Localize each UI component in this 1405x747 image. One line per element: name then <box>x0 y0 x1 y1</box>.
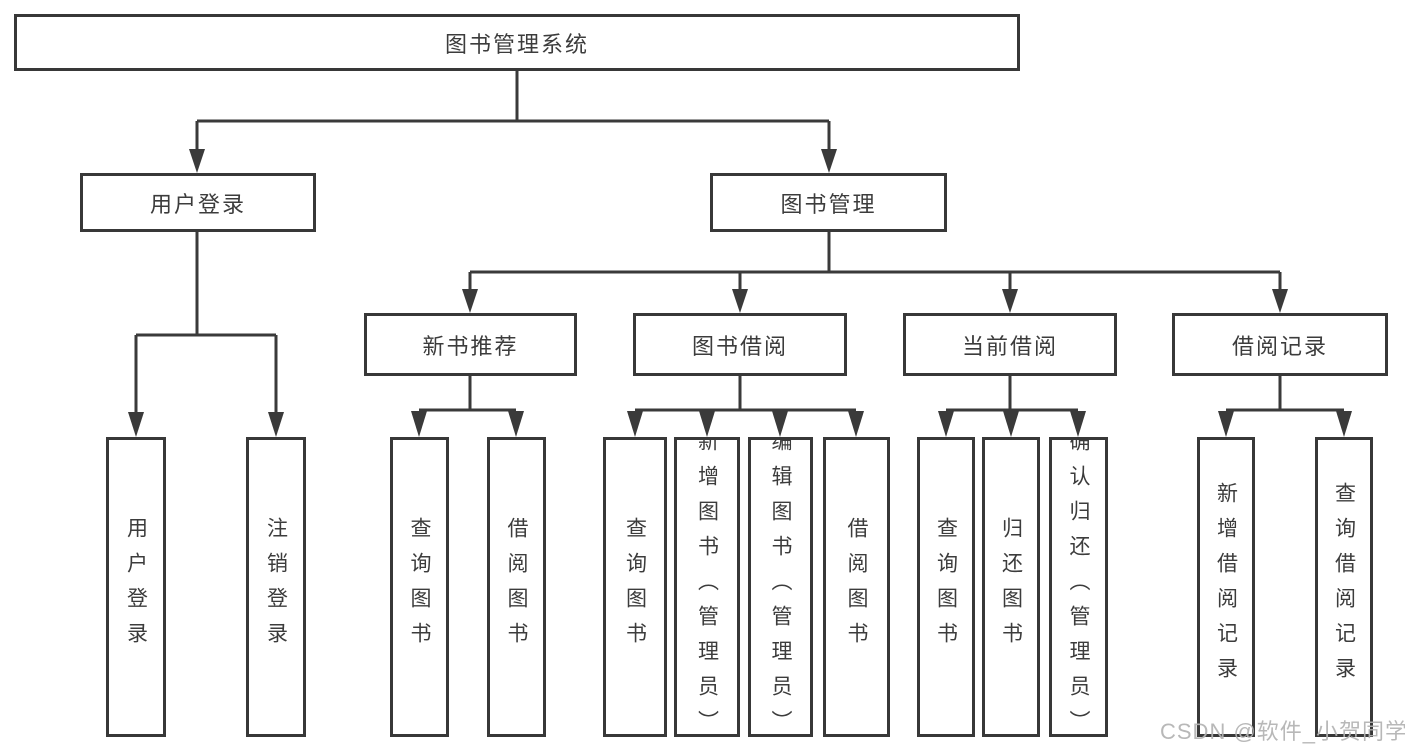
node-book-borrow: 图书借阅 <box>633 313 847 376</box>
node-label: 借阅记录 <box>1231 333 1328 359</box>
arrow-down-icon <box>848 411 864 437</box>
node-root-library-system: 图书管理系统 <box>14 14 1020 71</box>
leaf-add-borrow-record: 新增借阅记录 <box>1197 437 1255 737</box>
leaf-query-books-current: 查询图书 <box>917 437 975 737</box>
node-label: 图书借阅 <box>691 333 788 359</box>
node-label: 新书推荐 <box>422 333 519 359</box>
leaf-query-borrow-record: 查询借阅记录 <box>1315 437 1373 737</box>
arrow-down-icon <box>772 411 788 437</box>
node-label: 用户登录 <box>124 517 148 657</box>
node-label: 查询图书 <box>623 517 647 657</box>
arrow-down-icon <box>462 289 478 313</box>
leaf-borrow-books: 借阅图书 <box>823 437 890 737</box>
arrow-down-icon <box>938 411 954 437</box>
node-book-management: 图书管理 <box>710 173 947 232</box>
node-label: 当前借阅 <box>961 333 1058 359</box>
arrow-down-icon <box>1218 411 1234 437</box>
arrow-down-icon <box>508 411 524 437</box>
node-label: 编辑图书（管理员） <box>769 437 792 737</box>
arrow-down-icon <box>1002 289 1018 313</box>
node-current-borrow: 当前借阅 <box>903 313 1117 376</box>
arrow-down-icon <box>268 412 284 437</box>
node-label: 图书管理 <box>780 191 877 217</box>
leaf-logout: 注销登录 <box>246 437 306 737</box>
node-label: 查询图书 <box>934 517 958 657</box>
node-label: 借阅图书 <box>845 517 868 657</box>
leaf-edit-books-admin: 编辑图书（管理员） <box>748 437 813 737</box>
node-new-book-recommend: 新书推荐 <box>364 313 577 376</box>
node-label: 注销登录 <box>264 517 288 657</box>
arrow-down-icon <box>1272 289 1288 313</box>
arrow-down-icon <box>1003 411 1019 437</box>
arrow-down-icon <box>128 412 144 437</box>
arrow-down-icon <box>627 411 643 437</box>
node-user-login: 用户登录 <box>80 173 316 232</box>
leaf-borrow-books-recommend: 借阅图书 <box>487 437 546 737</box>
arrow-down-icon <box>732 289 748 313</box>
node-label: 查询借阅记录 <box>1332 482 1356 692</box>
node-borrow-records: 借阅记录 <box>1172 313 1388 376</box>
leaf-user-login: 用户登录 <box>106 437 166 737</box>
leaf-return-books: 归还图书 <box>982 437 1040 737</box>
arrow-down-icon <box>821 149 837 173</box>
node-label: 确认归还（管理员） <box>1067 437 1090 737</box>
node-label: 查询图书 <box>408 517 431 657</box>
node-label: 归还图书 <box>999 517 1023 657</box>
node-label: 用户登录 <box>149 191 246 217</box>
arrow-down-icon <box>699 411 715 437</box>
arrow-down-icon <box>411 411 427 437</box>
arrow-down-icon <box>1336 411 1352 437</box>
arrow-down-icon <box>189 149 205 173</box>
node-label: 借阅图书 <box>505 517 528 657</box>
node-label: 新增借阅记录 <box>1214 482 1238 692</box>
arrow-down-icon <box>1070 411 1086 437</box>
leaf-query-books-borrow: 查询图书 <box>603 437 667 737</box>
csdn-watermark: CSDN @软件_小贺同学 <box>1160 719 1405 744</box>
node-label: 新增图书（管理员） <box>695 437 719 737</box>
leaf-add-books-admin: 新增图书（管理员） <box>674 437 740 737</box>
leaf-confirm-return-admin: 确认归还（管理员） <box>1049 437 1108 737</box>
leaf-query-books-recommend: 查询图书 <box>390 437 449 737</box>
node-label: 图书管理系统 <box>444 31 589 57</box>
